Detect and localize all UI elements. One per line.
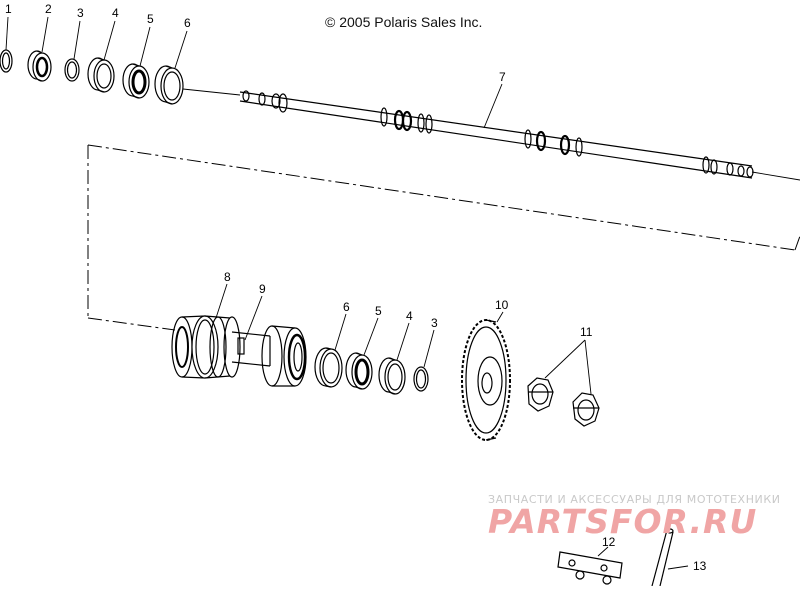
part-5-bearing-lower [345, 352, 373, 390]
callout-7: 7 [499, 70, 506, 84]
callout-labels: 1 2 3 4 5 6 7 8 9 6 5 4 3 10 11 12 13 [5, 2, 707, 573]
alignment-line [87, 144, 800, 331]
part-8-bearing-carrier [171, 315, 241, 379]
copyright-notice: © 2005 Polaris Sales Inc. [325, 14, 483, 30]
callout-4: 4 [112, 6, 119, 20]
part-1-o-ring [0, 49, 13, 73]
callout-10: 10 [495, 298, 509, 312]
part-13-pin [651, 528, 674, 587]
part-11-nut-1 [527, 377, 554, 412]
watermark-logo: PARTSFOR.RU [488, 502, 758, 541]
callout-3-lower: 3 [431, 316, 438, 330]
callout-2: 2 [45, 2, 52, 16]
part-11-nut-2 [572, 392, 600, 427]
callout-3: 3 [77, 6, 84, 20]
callout-1: 1 [5, 2, 12, 16]
part-5-bearing [122, 63, 150, 99]
part-3-ring [64, 58, 80, 82]
part-6-seal-lower [314, 347, 343, 388]
callout-6-lower: 6 [343, 300, 350, 314]
callout-5-lower: 5 [375, 304, 382, 318]
callout-6: 6 [184, 16, 191, 30]
watermark-tagline: ЗАПЧАСТИ И АКСЕССУАРЫ ДЛЯ МОТОТЕХНИКИ [488, 493, 781, 506]
callout-8: 8 [224, 270, 231, 284]
callout-11: 11 [580, 325, 593, 339]
part-9-housing [231, 325, 307, 387]
part-4-race [87, 57, 115, 93]
callout-4-lower: 4 [406, 309, 413, 323]
leader-lines [5, 16, 689, 570]
callout-5: 5 [147, 12, 154, 26]
callout-12: 12 [602, 535, 616, 549]
part-3-ring-lower [413, 366, 429, 392]
part-7-driveshaft [239, 90, 754, 179]
callout-9: 9 [259, 282, 266, 296]
part-2-bearing [27, 50, 52, 82]
part-4-race-lower [378, 357, 406, 395]
part-6-seal [154, 65, 184, 105]
part-12-chain-link [557, 551, 623, 585]
part-10-sprocket [461, 319, 511, 441]
callout-13: 13 [693, 559, 707, 573]
